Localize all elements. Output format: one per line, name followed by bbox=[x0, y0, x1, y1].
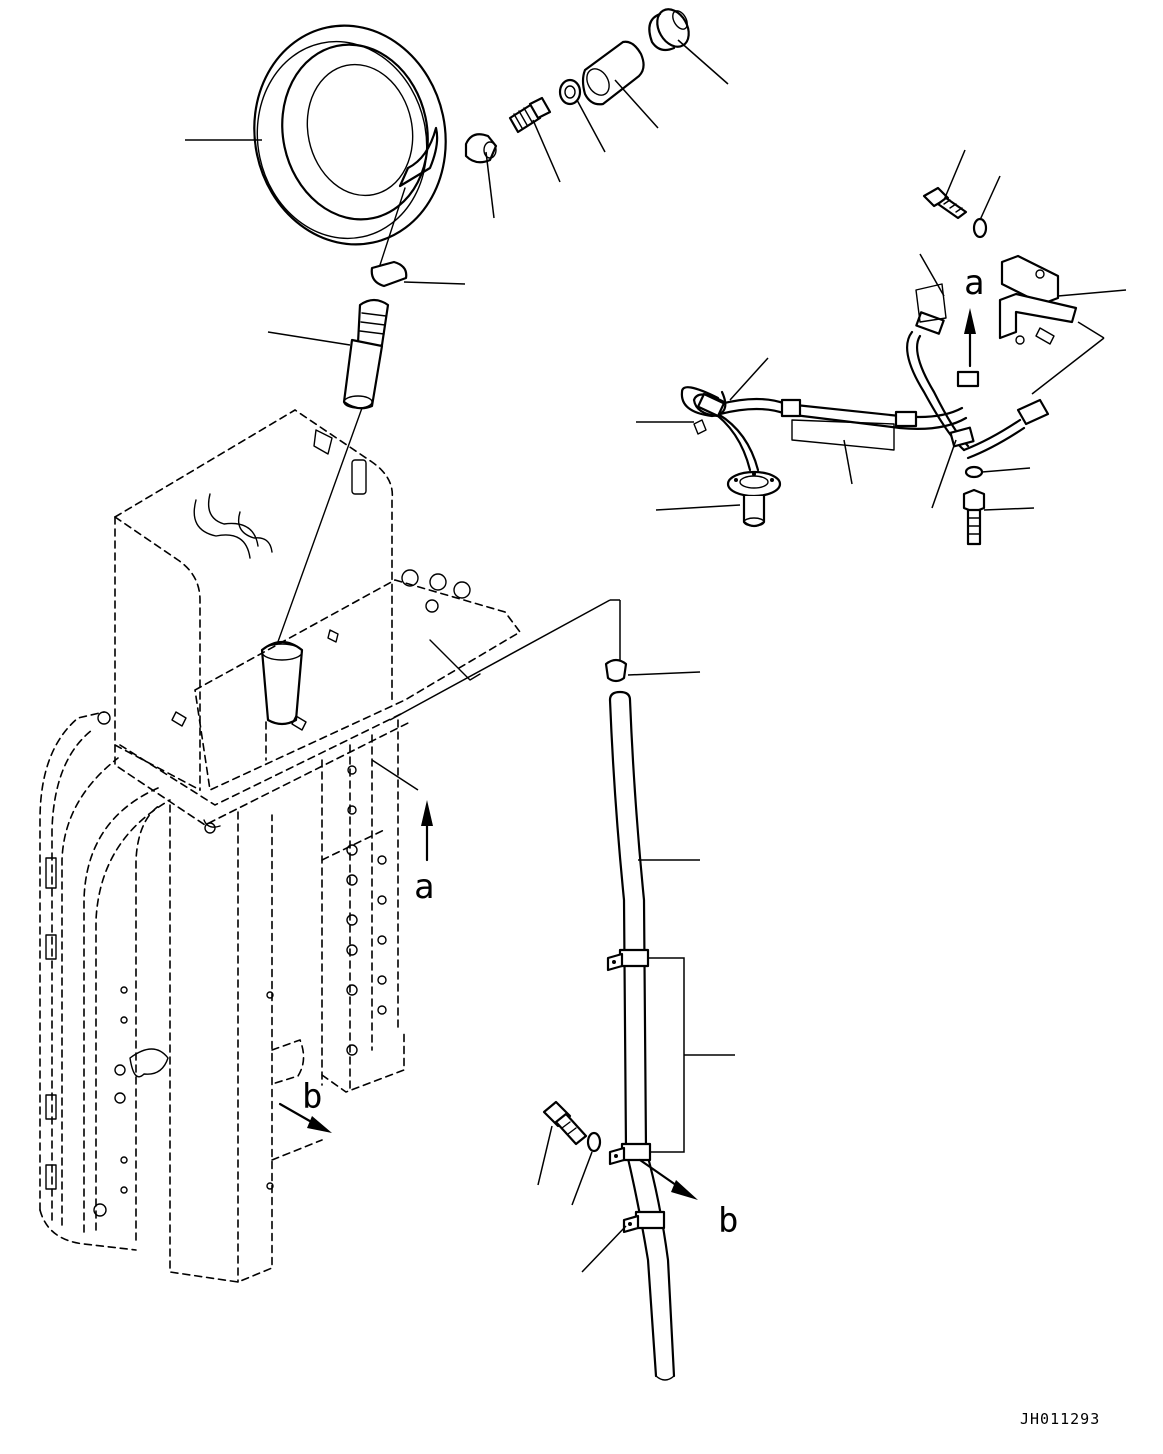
coiled-hose bbox=[253, 24, 447, 266]
support-posts bbox=[169, 719, 405, 1283]
lower-washer bbox=[964, 465, 984, 479]
view-label-a-tank: a bbox=[414, 867, 434, 907]
hose-clip bbox=[370, 260, 408, 288]
leader-lines-top bbox=[185, 39, 729, 346]
sender-unit bbox=[726, 470, 782, 528]
vertical-pipe bbox=[537, 658, 735, 1381]
filler-nozzle bbox=[342, 298, 390, 410]
coupling bbox=[581, 40, 645, 106]
pipe-clip-bottom bbox=[622, 1210, 666, 1234]
bracket-bolt bbox=[922, 186, 968, 220]
harness-bracket bbox=[998, 254, 1078, 345]
pipe-bolt bbox=[542, 1100, 588, 1146]
left-frame bbox=[39, 711, 216, 1251]
view-label-b-frame: b bbox=[302, 1077, 322, 1117]
cap-leader bbox=[389, 599, 621, 721]
pipe-washer bbox=[586, 1131, 602, 1153]
pipe-clip-upper bbox=[606, 948, 650, 972]
view-label-a-harness: a bbox=[964, 263, 984, 303]
mounting-plate bbox=[114, 569, 522, 828]
wiring-harness bbox=[636, 149, 1127, 546]
view-label-b-pipe: b bbox=[718, 1201, 738, 1241]
view-arrow-a-tank bbox=[371, 759, 433, 862]
dust-cap bbox=[648, 8, 690, 52]
post-holes bbox=[266, 765, 387, 1190]
hose-clamp bbox=[464, 133, 498, 164]
bracket-washer bbox=[972, 217, 988, 239]
view-arrow-b-frame bbox=[278, 1102, 332, 1133]
pipe-clip-lower bbox=[608, 1142, 652, 1166]
lower-bolt bbox=[962, 488, 986, 546]
drawing-code: JH011293 bbox=[1020, 1410, 1100, 1428]
threaded-adapter bbox=[508, 96, 552, 134]
o-ring bbox=[558, 78, 582, 106]
fuel-tank-phantom bbox=[114, 409, 394, 791]
